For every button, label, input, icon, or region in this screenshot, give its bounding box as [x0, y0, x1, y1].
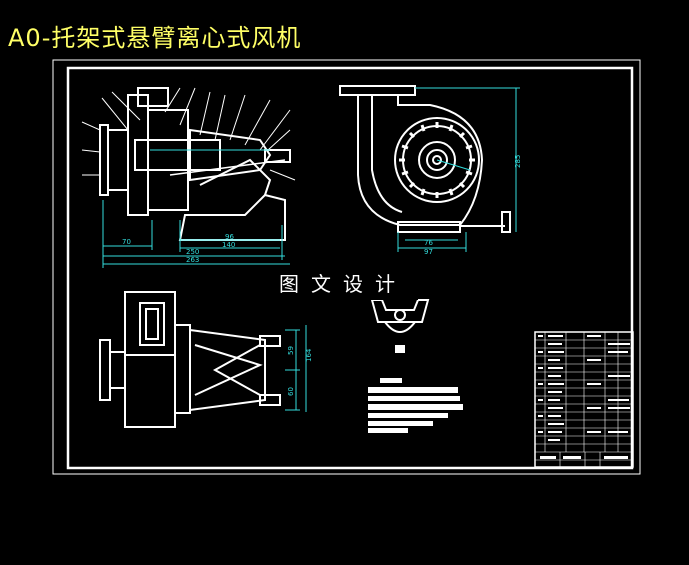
- detail-view: [370, 299, 430, 353]
- dim-60: 60: [287, 387, 295, 396]
- dim-70: 70: [122, 238, 131, 246]
- technical-notes: [368, 378, 463, 433]
- outer-border: [52, 59, 641, 475]
- dim-285: 285: [514, 155, 522, 168]
- side-view: [81, 87, 296, 268]
- dim-164: 164: [305, 348, 313, 362]
- front-view: [339, 85, 520, 252]
- page-title: A0-托架式悬臂离心式风机: [8, 24, 302, 52]
- top-view: [99, 291, 307, 428]
- dim-96: 96: [225, 233, 234, 241]
- dim-140: 140: [222, 241, 235, 249]
- dim-59: 59: [287, 346, 295, 355]
- dim-263: 263: [186, 256, 199, 264]
- dim-76: 76: [424, 239, 433, 247]
- parts-list-table: [534, 331, 634, 468]
- dim-97: 97: [424, 248, 433, 256]
- inner-border: [66, 66, 634, 470]
- dim-250: 250: [186, 248, 199, 256]
- watermark-text: 图文设计: [268, 268, 418, 300]
